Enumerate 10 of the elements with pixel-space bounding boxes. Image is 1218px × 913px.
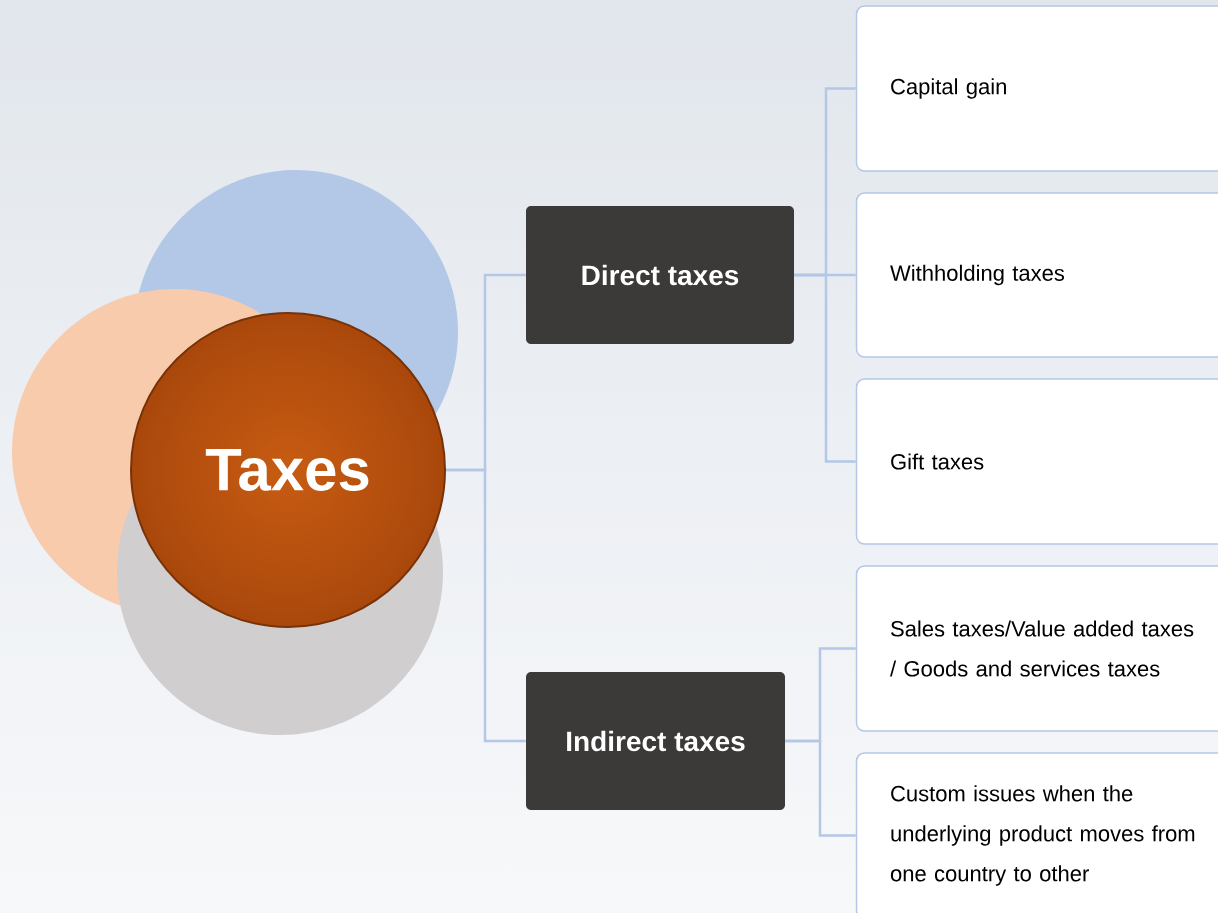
connector-line — [446, 468, 526, 743]
item-box: Withholding taxes — [855, 192, 1218, 358]
category-box: Direct taxes — [526, 206, 794, 344]
category-box: Indirect taxes — [526, 672, 785, 810]
connector-line — [794, 273, 856, 463]
connector-line — [785, 739, 856, 837]
item-box: Custom issues when the underlying product moves from one country to other — [855, 752, 1218, 913]
item-box: Gift taxes — [855, 378, 1218, 545]
item-box: Capital gain — [855, 5, 1218, 172]
item-box: Sales taxes/Value added taxes / Goods and services taxes — [855, 565, 1218, 732]
